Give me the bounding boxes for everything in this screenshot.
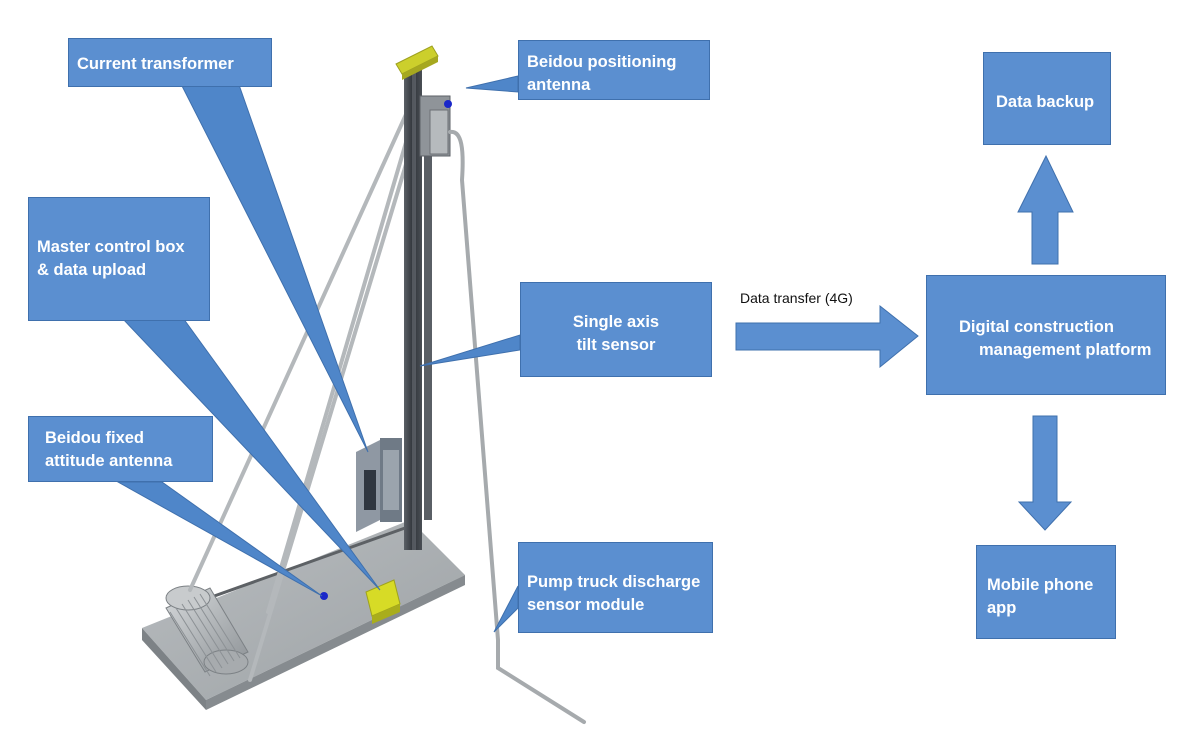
arrow-data-transfer [735,304,919,369]
label-beidou-positioning-line1: Beidou positioning [527,53,677,71]
label-master-control-line2: & data upload [37,261,147,279]
label-beidou-fixed-line2: attitude antenna [45,452,173,470]
label-single-axis-tilt-sensor: Single axis tilt sensor [520,282,712,377]
label-master-control-line1: Master control box [37,238,185,256]
label-current-transformer: Current transformer [68,38,272,87]
pointer-single-axis [419,334,521,367]
winch-drum [165,585,249,677]
node-mobile-line1: Mobile phone [987,576,1094,594]
node-data-backup: Data backup [983,52,1111,145]
label-current-transformer-text: Current transformer [77,55,234,73]
pile-driver-machine [142,45,586,724]
label-beidou-fixed-attitude-antenna: Beidou fixed attitude antenna [28,416,213,482]
arrow-to-data-backup [1017,154,1074,265]
node-digital-construction-platform: Digital construction management platform [926,275,1166,395]
beidou-antenna-dot [444,100,452,108]
label-pump-truck-line1: Pump truck discharge [527,573,701,591]
guide-pipe [424,125,432,520]
label-pump-truck-line2: sensor module [527,596,645,614]
label-beidou-positioning-line2: antenna [527,76,591,94]
label-beidou-fixed-line1: Beidou fixed [45,429,145,447]
node-mobile-line2: app [987,599,1017,617]
label-single-axis-line2: tilt sensor [576,336,656,354]
callout-pointers [116,75,521,633]
node-platform-line2: management platform [979,341,1152,359]
pointer-pump-truck [493,585,519,633]
label-master-control-box: Master control box & data upload [28,197,210,321]
master-control-box-device [365,579,401,624]
node-mobile-phone-app: Mobile phone app [976,545,1116,639]
node-data-backup-text: Data backup [996,93,1095,111]
label-data-transfer-text: Data transfer (4G) [740,290,853,306]
label-single-axis-line1: Single axis [572,313,660,331]
pointer-beidou-positioning [465,75,519,93]
arrow-to-mobile-app [1017,415,1073,531]
machine-base-front [142,628,206,710]
beidou-fixed-antenna-dot [320,592,328,600]
label-data-transfer: Data transfer (4G) [740,290,853,306]
discharge-hose [448,129,586,724]
machine-base-side [206,575,465,710]
label-pump-truck-sensor: Pump truck discharge sensor module [518,542,713,633]
stay-cables [188,108,422,682]
node-platform-line1: Digital construction [959,318,1114,336]
flow-arrows [735,154,1074,531]
pointer-beidou-fixed [116,481,323,597]
label-beidou-positioning-antenna: Beidou positioning antenna [518,40,710,100]
current-transformer-cabinet [356,438,402,532]
beidou-positioning-antenna-device [395,45,439,80]
